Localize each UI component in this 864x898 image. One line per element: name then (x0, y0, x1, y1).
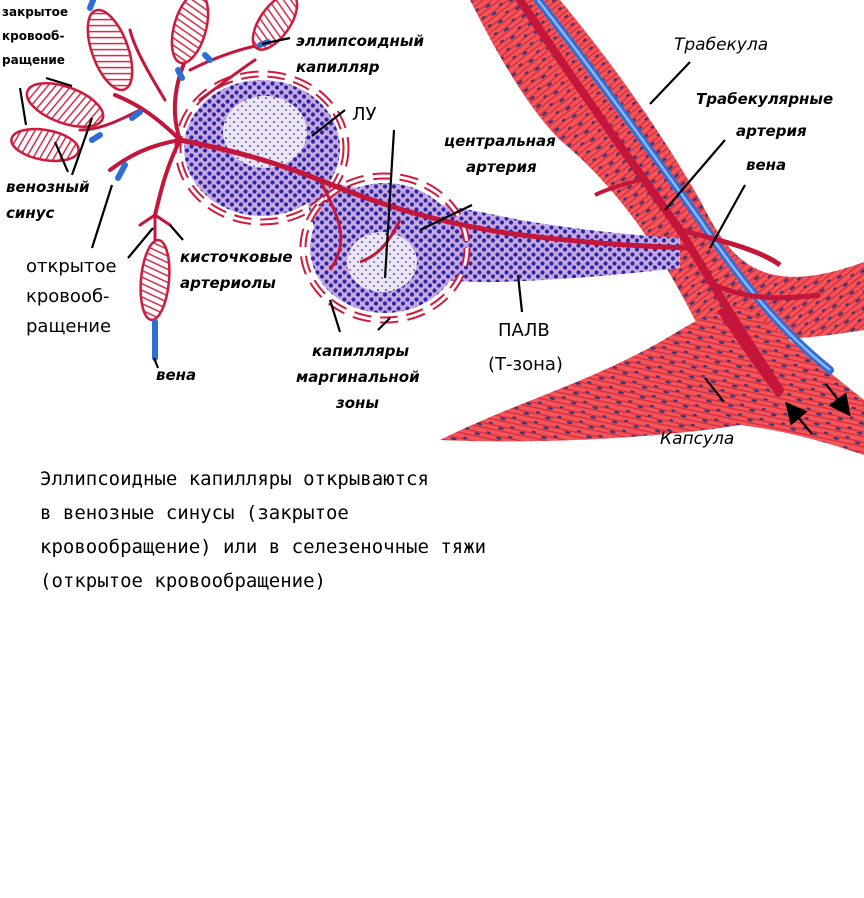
trabecular-artery (516, 0, 784, 394)
label-marginal-capillaries: капилляры маргинальной зоны (296, 342, 425, 412)
label-ellipsoid-capillary: эллипсоидный капилляр (296, 32, 429, 76)
label-vein-trabecular: вена (746, 156, 786, 174)
spleen-circulation-diagram: закрытое кровооб- ращение эллипсоидный к… (2, 0, 864, 455)
label-palv: ПАЛВ (Т-зона) (488, 320, 563, 375)
capsule (440, 305, 864, 455)
label-trabecula: Трабекула (674, 35, 768, 55)
label-trabecular: Трабекулярные (696, 90, 833, 108)
arrow-in (785, 401, 813, 435)
arrow-out (825, 383, 851, 417)
caption-line: (открытое кровообращение) (40, 570, 326, 592)
leader-lines (18, 36, 746, 403)
label-brush-arterioles: кисточковые артериолы (180, 248, 298, 292)
label-closed-circulation: закрытое кровооб- ращение (2, 5, 72, 67)
label-central-artery: центральная артерия (444, 132, 561, 176)
caption-line: кровообращение) или в селезеночные тяжи (40, 536, 487, 558)
label-artery: артерия (736, 122, 807, 140)
label-open-circulation: открытое кровооб- ращение (26, 256, 122, 337)
label-vein: вена (156, 366, 196, 384)
caption-line: в венозные синусы (закрытое (40, 502, 349, 524)
caption-line: Эллипсоидные капилляры открываются (40, 468, 429, 490)
central-artery (177, 137, 693, 251)
label-lu: ЛУ (352, 104, 377, 125)
venous-sinuses (10, 0, 299, 322)
label-venous-sinus: венозный синус (6, 178, 95, 222)
caption: Эллипсоидные капилляры открываются в вен… (40, 462, 600, 598)
label-capsule: Капсула (660, 429, 734, 449)
